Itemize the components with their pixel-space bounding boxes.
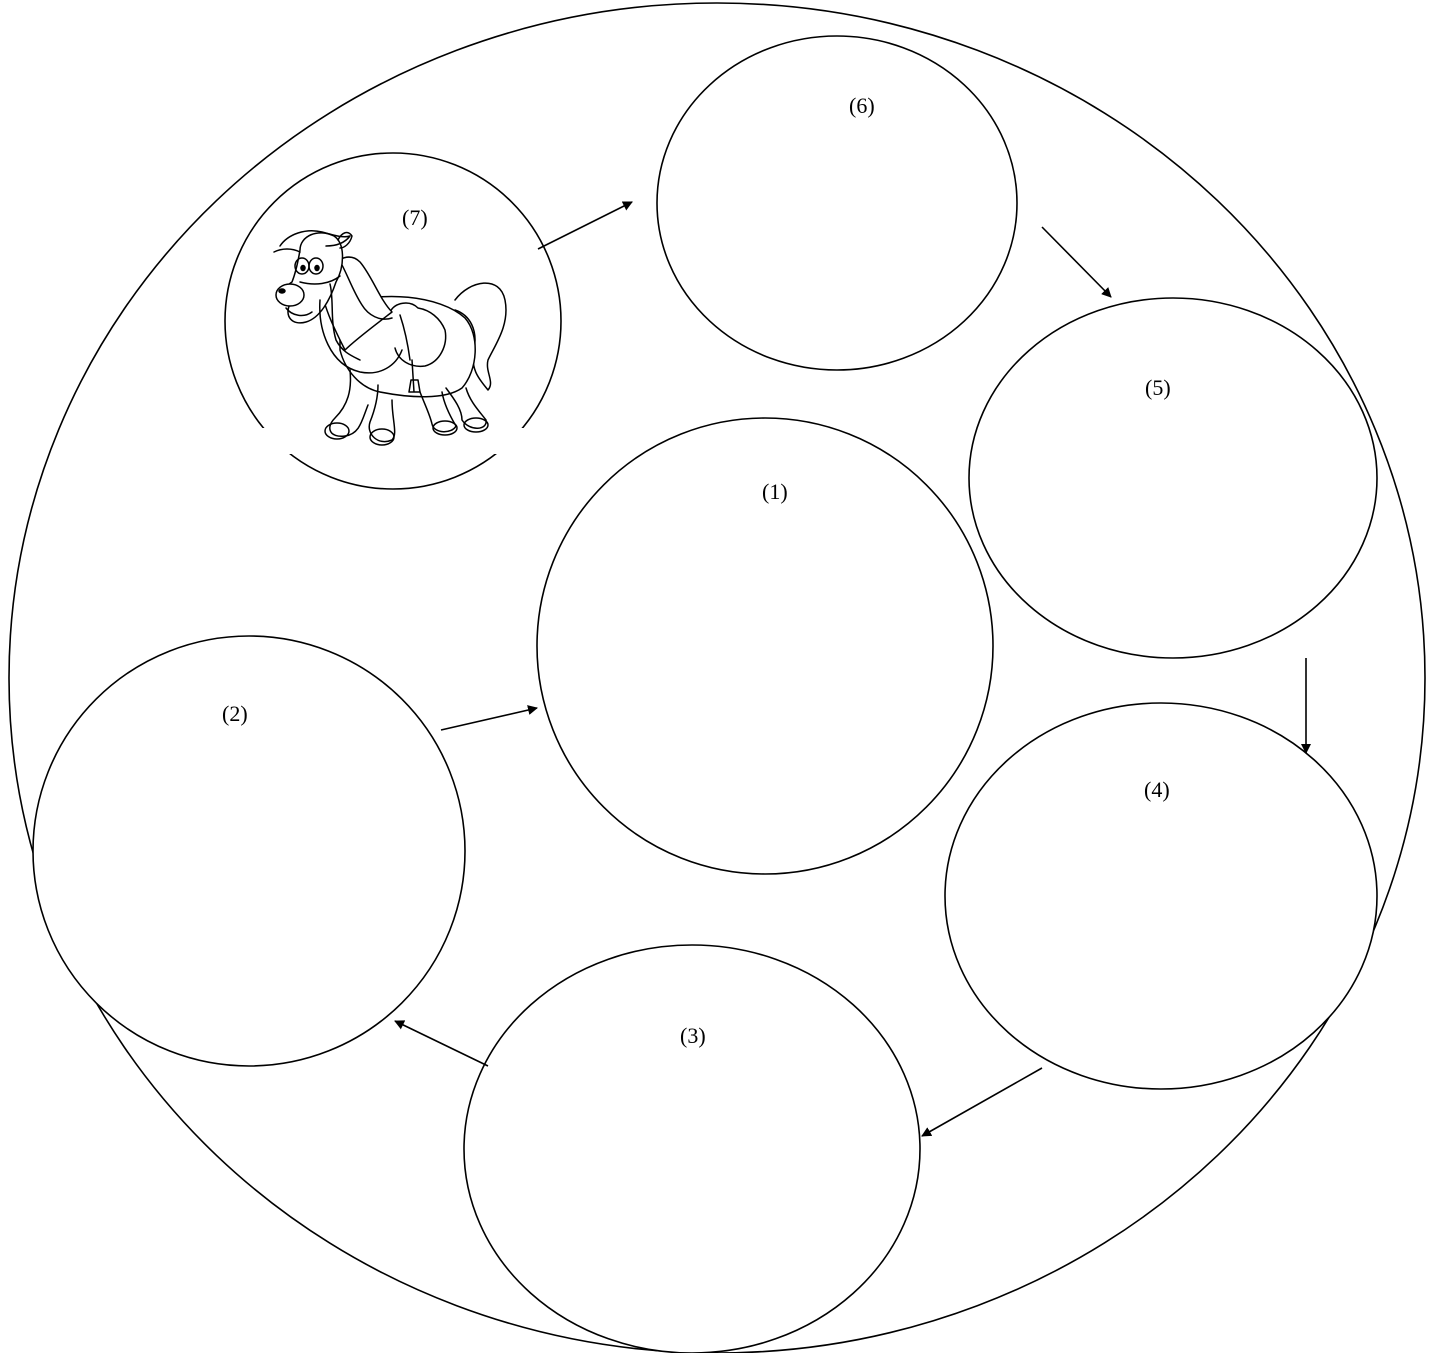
stage-7-label: (7)	[402, 205, 428, 230]
stage-1: (1)	[537, 418, 993, 874]
stage-3-label: (3)	[680, 1023, 706, 1048]
stage-4: (4)	[945, 703, 1377, 1089]
stage-7: (7)	[225, 153, 561, 489]
stage-2: (2)	[33, 636, 465, 1066]
stage-6: (6)	[657, 36, 1017, 370]
stage-1-label: (1)	[762, 479, 788, 504]
stage-6-label: (6)	[849, 93, 875, 118]
stage-4-label: (4)	[1144, 777, 1170, 802]
stage-2-label: (2)	[222, 701, 248, 726]
stage-5: (5)	[969, 298, 1377, 658]
stage-5-label: (5)	[1145, 375, 1171, 400]
stage-3: (3)	[464, 945, 920, 1353]
